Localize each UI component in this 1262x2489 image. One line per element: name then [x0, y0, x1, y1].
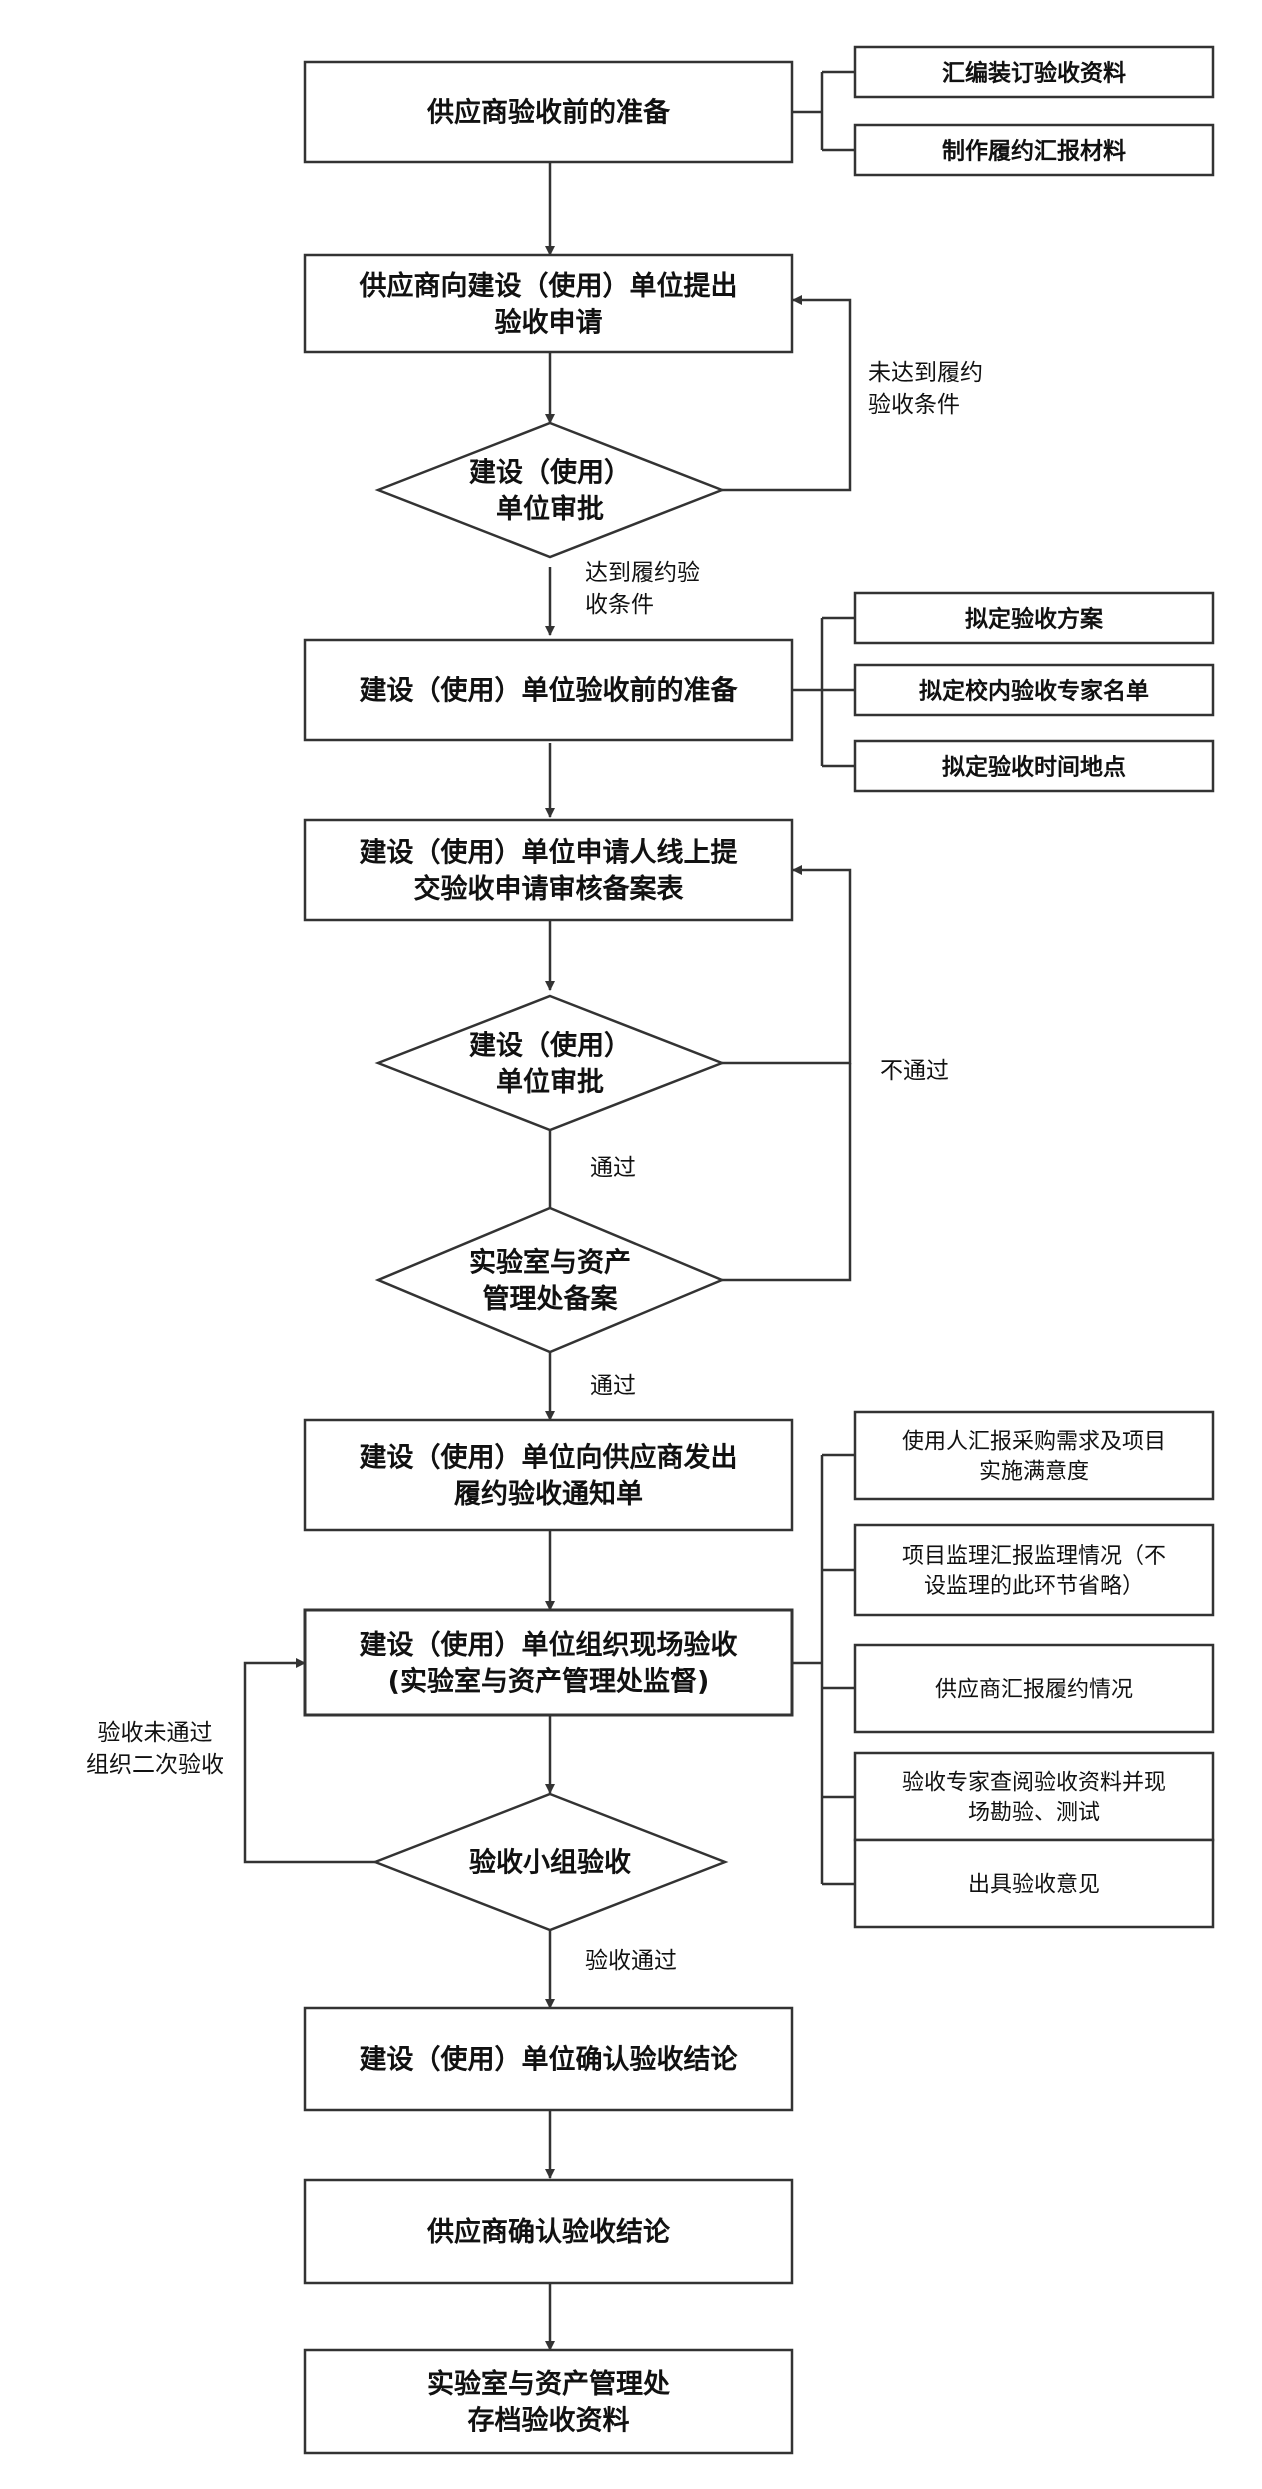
supplier-confirm-text-1: 供应商确认验收结论 — [426, 2216, 671, 2248]
lab-record-text-1: 实验室与资产 — [469, 1246, 631, 1278]
edge-label-pass-1: 通过 — [590, 1155, 636, 1181]
approval-2-diamond: 建设（使用） 单位审批 — [374, 994, 726, 1132]
connectors — [243, 70, 855, 2351]
edge-label-not-meet-1: 未达到履约 — [868, 360, 983, 386]
user-report-text-1: 使用人汇报采购需求及项目 — [902, 1430, 1166, 1455]
edge-label-not-pass: 不通过 — [880, 1058, 949, 1084]
supplier-report-text-1: 供应商汇报履约情况 — [935, 1677, 1133, 1702]
supervision-report-text-2: 设监理的此环节省略） — [924, 1574, 1144, 1599]
edge-label-meet-1: 达到履约验 — [585, 560, 700, 586]
unit-prep-box: 建设（使用）单位验收前的准备 — [303, 638, 794, 742]
lab-record-text-2: 管理处备案 — [483, 1283, 619, 1315]
compile-materials-text-1: 汇编装订验收资料 — [942, 59, 1126, 86]
unit-confirm-box: 建设（使用）单位确认验收结论 — [303, 2006, 794, 2112]
edge-label-fail-second-2: 组织二次验收 — [86, 1752, 224, 1778]
edge-label-accept-pass-1: 验收通过 — [585, 1948, 677, 1974]
archive-text-1: 实验室与资产管理处 — [427, 2368, 670, 2400]
organize-acceptance-text-1: 建设（使用）单位组织现场验收 — [360, 1629, 738, 1661]
draft-experts-box: 拟定校内验收专家名单 — [853, 663, 1215, 717]
supplier-apply-text-1: 供应商向建设（使用）单位提出 — [359, 270, 738, 302]
edge-label-accept-pass: 验收通过 — [585, 1948, 677, 1974]
expert-review-text-2: 场勘验、测试 — [968, 1800, 1100, 1825]
edge-label-not-meet-2: 验收条件 — [868, 392, 960, 418]
edge-label-pass-2-1: 通过 — [590, 1373, 636, 1399]
online-submit-text-2: 交验收申请审核备案表 — [414, 873, 684, 905]
compile-materials-box: 汇编装订验收资料 — [853, 45, 1215, 99]
approval-2-text-1: 建设（使用） — [469, 1030, 631, 1061]
supervision-report-text-1: 项目监理汇报监理情况（不 — [902, 1544, 1166, 1569]
draft-plan-text-1: 拟定验收方案 — [965, 605, 1104, 632]
approval-1-text-1: 建设（使用） — [469, 457, 631, 488]
issue-opinion-text-1: 出具验收意见 — [968, 1872, 1100, 1897]
group-acceptance-text-1: 验收小组验收 — [469, 1847, 631, 1879]
edge-label-pass-1-1: 通过 — [590, 1155, 636, 1181]
edge-label-pass-2: 通过 — [590, 1373, 636, 1399]
draft-experts-text-1: 拟定校内验收专家名单 — [919, 677, 1149, 704]
expert-review-text-1: 验收专家查阅验收资料并现 — [902, 1771, 1166, 1796]
loop-second-acceptance — [243, 1658, 375, 1864]
approval-2-text-2: 单位审批 — [496, 1066, 604, 1098]
supplier-report-box: 供应商汇报履约情况 — [853, 1643, 1215, 1734]
issue-notice-text-2: 履约验收通知单 — [454, 1478, 643, 1510]
issue-notice-text-1: 建设（使用）单位向供应商发出 — [360, 1441, 738, 1473]
loop-not-meet — [722, 295, 852, 492]
edge-label-not-pass-1: 不通过 — [880, 1058, 949, 1084]
organize-acceptance-box: 建设（使用）单位组织现场验收 (实验室与资产管理处监督) — [303, 1608, 794, 1717]
archive-text-2: 存档验收资料 — [468, 2404, 630, 2436]
unit-prep-text-1: 建设（使用）单位验收前的准备 — [360, 675, 739, 707]
performance-report-box: 制作履约汇报材料 — [853, 123, 1215, 177]
loop-lab-not-pass — [722, 1063, 852, 1282]
draft-time-place-text-1: 拟定验收时间地点 — [942, 753, 1126, 780]
approval-1-diamond: 建设（使用） 单位审批 — [374, 421, 726, 559]
supplier-confirm-box: 供应商确认验收结论 — [303, 2178, 794, 2285]
organize-acceptance-text-2: (实验室与资产管理处监督) — [388, 1665, 710, 1697]
loop-not-pass — [722, 865, 852, 1065]
supplier-apply-text-2: 验收申请 — [495, 306, 603, 338]
issue-opinion-box: 出具验收意见 — [853, 1838, 1215, 1929]
edge-label-fail-second-1: 验收未通过 — [98, 1720, 213, 1746]
nodes: 供应商验收前的准备汇编装订验收资料制作履约汇报材料供应商向建设（使用）单位提出验… — [303, 45, 1215, 2455]
unit-confirm-text-1: 建设（使用）单位确认验收结论 — [360, 2044, 739, 2076]
draft-time-place-box: 拟定验收时间地点 — [853, 739, 1215, 793]
edge-label-meet-2: 收条件 — [585, 592, 654, 618]
group-acceptance-diamond: 验收小组验收 — [371, 1792, 729, 1932]
supplier-prep-box: 供应商验收前的准备 — [303, 60, 794, 164]
online-submit-text-1: 建设（使用）单位申请人线上提 — [360, 836, 739, 868]
approval-1-text-2: 单位审批 — [496, 493, 604, 525]
performance-report-text-1: 制作履约汇报材料 — [942, 137, 1126, 164]
supplier-prep-text-1: 供应商验收前的准备 — [426, 97, 671, 129]
user-report-text-2: 实施满意度 — [979, 1459, 1089, 1484]
draft-plan-box: 拟定验收方案 — [853, 591, 1215, 645]
